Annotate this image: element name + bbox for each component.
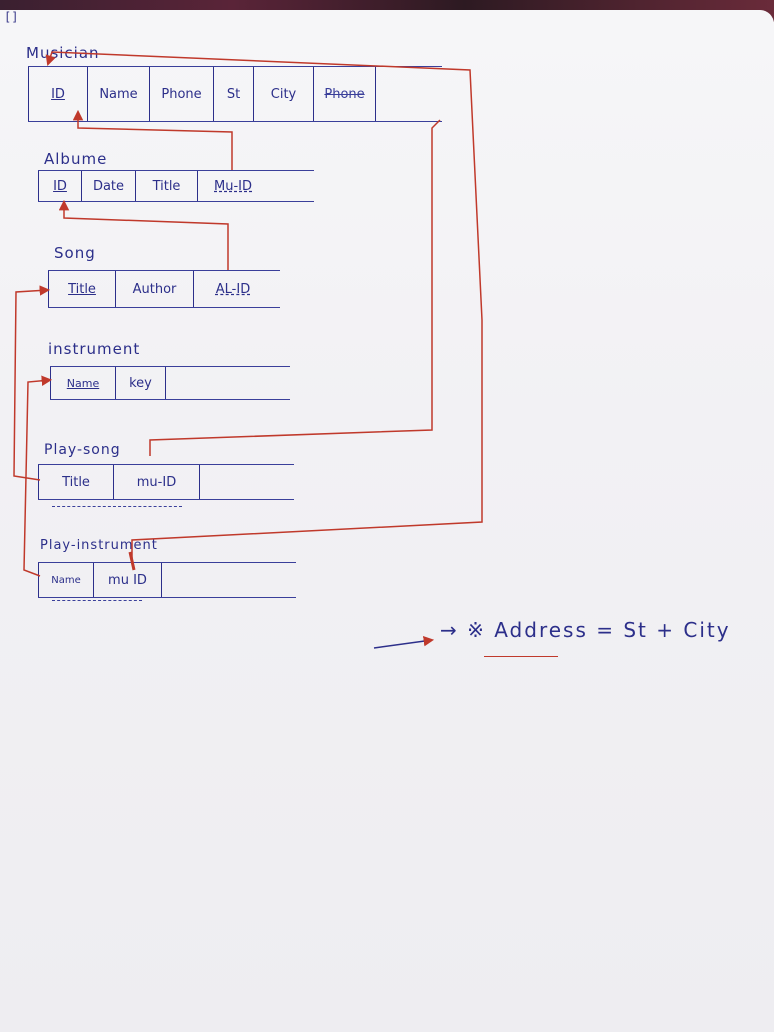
rel-play-song-song [13, 285, 51, 481]
albume-col-date: Date [82, 171, 136, 201]
play-song-col-title: Title [38, 465, 114, 499]
notebook-page: [] [0, 10, 774, 1032]
table-instrument: Name key [50, 366, 290, 400]
table-name-song: Song [54, 244, 96, 262]
play-song-pk-dashes [52, 506, 182, 507]
musician-col-name: Name [88, 67, 150, 121]
albume-col-mu-id: Mu-ID [214, 178, 252, 194]
play-instrument-col-mu-id: mu ID [94, 563, 162, 597]
musician-col-phone-struck: Phone [314, 67, 376, 121]
table-name-play-song: Play-song [44, 442, 121, 458]
rel-play-instrument-instrument [23, 375, 53, 577]
table-play-instrument: Name mu ID [38, 562, 296, 598]
table-albume: ID Date Title Mu-ID [38, 170, 314, 202]
musician-col-id: ID [28, 67, 88, 121]
table-play-song: Title mu-ID [38, 464, 294, 500]
table-name-instrument: instrument [48, 340, 141, 358]
musician-col-city: City [254, 67, 314, 121]
rel-albume-musician [72, 109, 233, 170]
table-musician: ID Name Phone St City Phone [28, 66, 442, 122]
albume-col-id: ID [38, 171, 82, 201]
albume-col-title: Title [136, 171, 198, 201]
musician-col-phone: Phone [150, 67, 214, 121]
note-arrow [373, 635, 435, 649]
table-name-play-instrument: Play-instrument [40, 538, 158, 553]
address-note-underline [484, 656, 558, 657]
table-song: Title Author AL-ID [48, 270, 280, 308]
rel-tick [128, 551, 136, 571]
instrument-col-key: key [116, 367, 166, 399]
play-instrument-pk-dashes [52, 600, 142, 601]
musician-col-st: St [214, 67, 254, 121]
page-number: [] [4, 10, 19, 24]
address-note: → ※ Address = St + City [440, 618, 731, 642]
rel-play-song-musician [149, 119, 441, 456]
play-song-col-mu-id: mu-ID [114, 465, 200, 499]
rel-play-instrument-musician [45, 51, 483, 560]
table-name-albume: Albume [44, 150, 108, 168]
rel-song-albume [58, 199, 229, 270]
song-col-al-id: AL-ID [215, 281, 251, 297]
song-col-author: Author [116, 271, 194, 307]
play-instrument-col-name: Name [38, 563, 94, 597]
